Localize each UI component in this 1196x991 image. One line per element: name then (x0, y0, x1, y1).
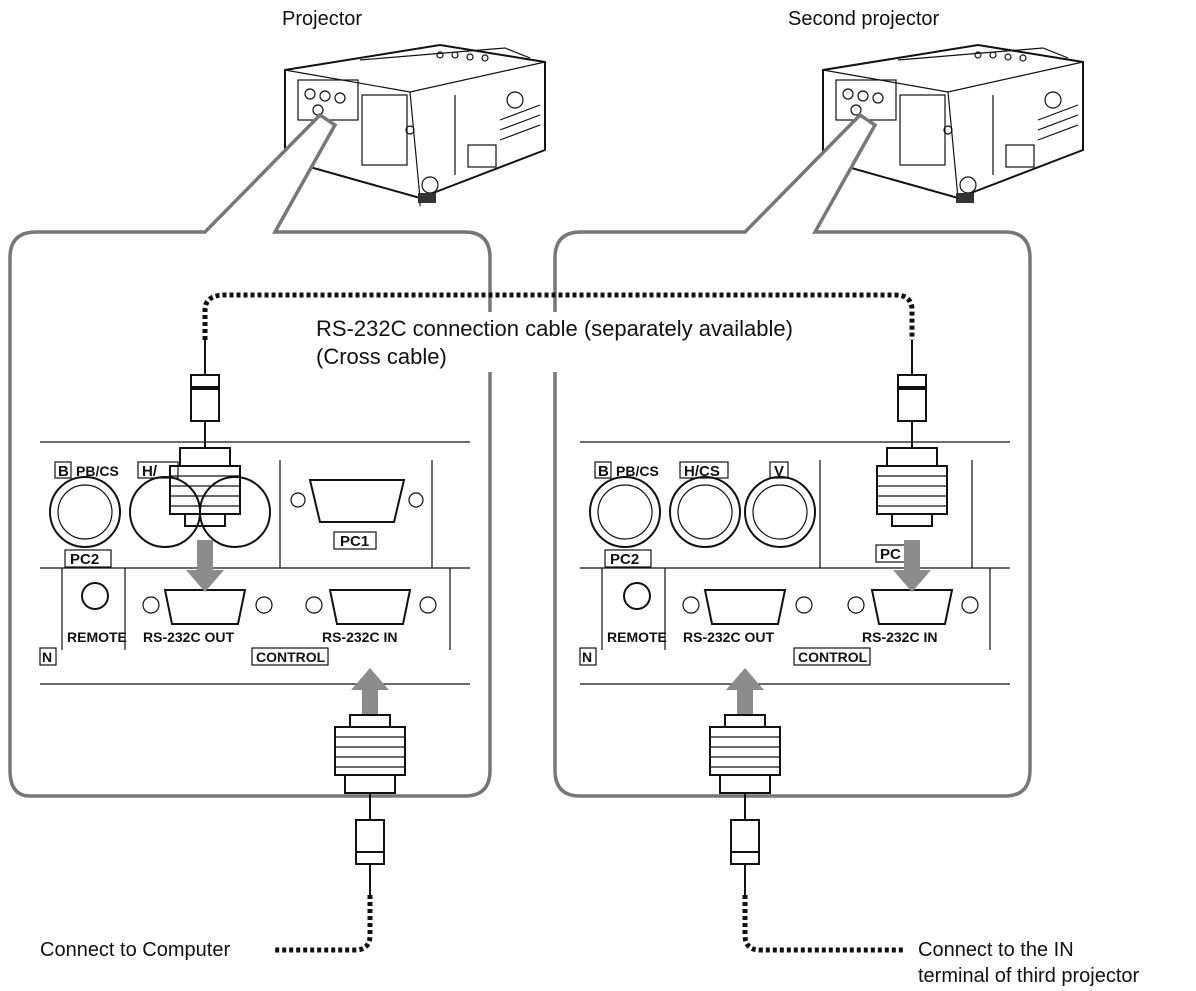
b-label: B (598, 463, 609, 480)
rs232c-in-port-icon (870, 589, 954, 625)
db9-plug-in-icon (876, 340, 948, 527)
cable-label-line2: (Cross cable) (316, 344, 447, 369)
rs232c-in-port-icon (328, 589, 412, 625)
db9-plug-in-icon (334, 714, 406, 794)
control-label: CONTROL (256, 649, 326, 665)
cross-cable-dashed (202, 292, 915, 340)
second-projector-label: Second projector (788, 8, 940, 30)
b-label: B (58, 463, 69, 480)
computer-cable (275, 793, 385, 953)
remote-label: REMOTE (607, 629, 667, 645)
callout-left (8, 112, 492, 798)
rs232c-out-label: RS-232C OUT (683, 629, 774, 645)
rs232c-out-port-icon (163, 589, 247, 625)
rs232c-out-label: RS-232C OUT (143, 629, 234, 645)
rs232c-in-label: RS-232C IN (322, 629, 397, 645)
pb-label: PB/CS (76, 463, 119, 479)
connect-third-projector-line2: terminal of third projector (918, 965, 1140, 987)
left-panel-terminals: B PB/CS H/ PC2 PC1 REMOTE RS-232C OUT RS… (39, 340, 470, 794)
jack-h-icon (669, 476, 741, 548)
connect-third-projector-line1: Connect to the IN (918, 939, 1074, 961)
h-label: H/CS (684, 463, 720, 480)
jack-pb-icon (49, 476, 121, 548)
arrow-down-into-out (186, 540, 224, 592)
connect-to-computer-label: Connect to Computer (40, 939, 230, 961)
pc1-port-icon (308, 479, 406, 523)
jack-v-icon (744, 476, 816, 548)
callout-right (553, 112, 1032, 798)
rs232c-out-port-icon (703, 589, 787, 625)
third-projector-cable (730, 793, 905, 953)
control-label: CONTROL (798, 649, 868, 665)
v-label: V (774, 463, 784, 480)
right-panel-terminals: B PB/CS H/CS V PC2 PC REMOTE RS-232C OUT… (579, 340, 1010, 794)
pc1-label: PC (880, 546, 901, 563)
pb-label: PB/CS (616, 463, 659, 479)
pc1-label: PC1 (340, 533, 369, 550)
second-projector-illustration (822, 43, 1084, 203)
n-label: N (42, 649, 52, 665)
n-label: N (582, 649, 592, 665)
cable-label-line1: RS-232C connection cable (separately ava… (316, 316, 793, 341)
projector-label: Projector (282, 8, 362, 30)
arrow-up-into-out (726, 668, 764, 715)
h-label: H/ (142, 463, 158, 480)
pc2-label: PC2 (610, 551, 639, 568)
pc2-label: PC2 (70, 551, 99, 568)
remote-label: REMOTE (67, 629, 127, 645)
arrow-down-into-in (893, 540, 931, 592)
db9-plug-out-icon (169, 340, 241, 527)
remote-jack-icon (81, 582, 109, 610)
arrow-up-into-in (351, 668, 389, 715)
remote-jack-icon (623, 582, 651, 610)
jack-pb-icon (589, 476, 661, 548)
rs232c-in-label: RS-232C IN (862, 629, 937, 645)
